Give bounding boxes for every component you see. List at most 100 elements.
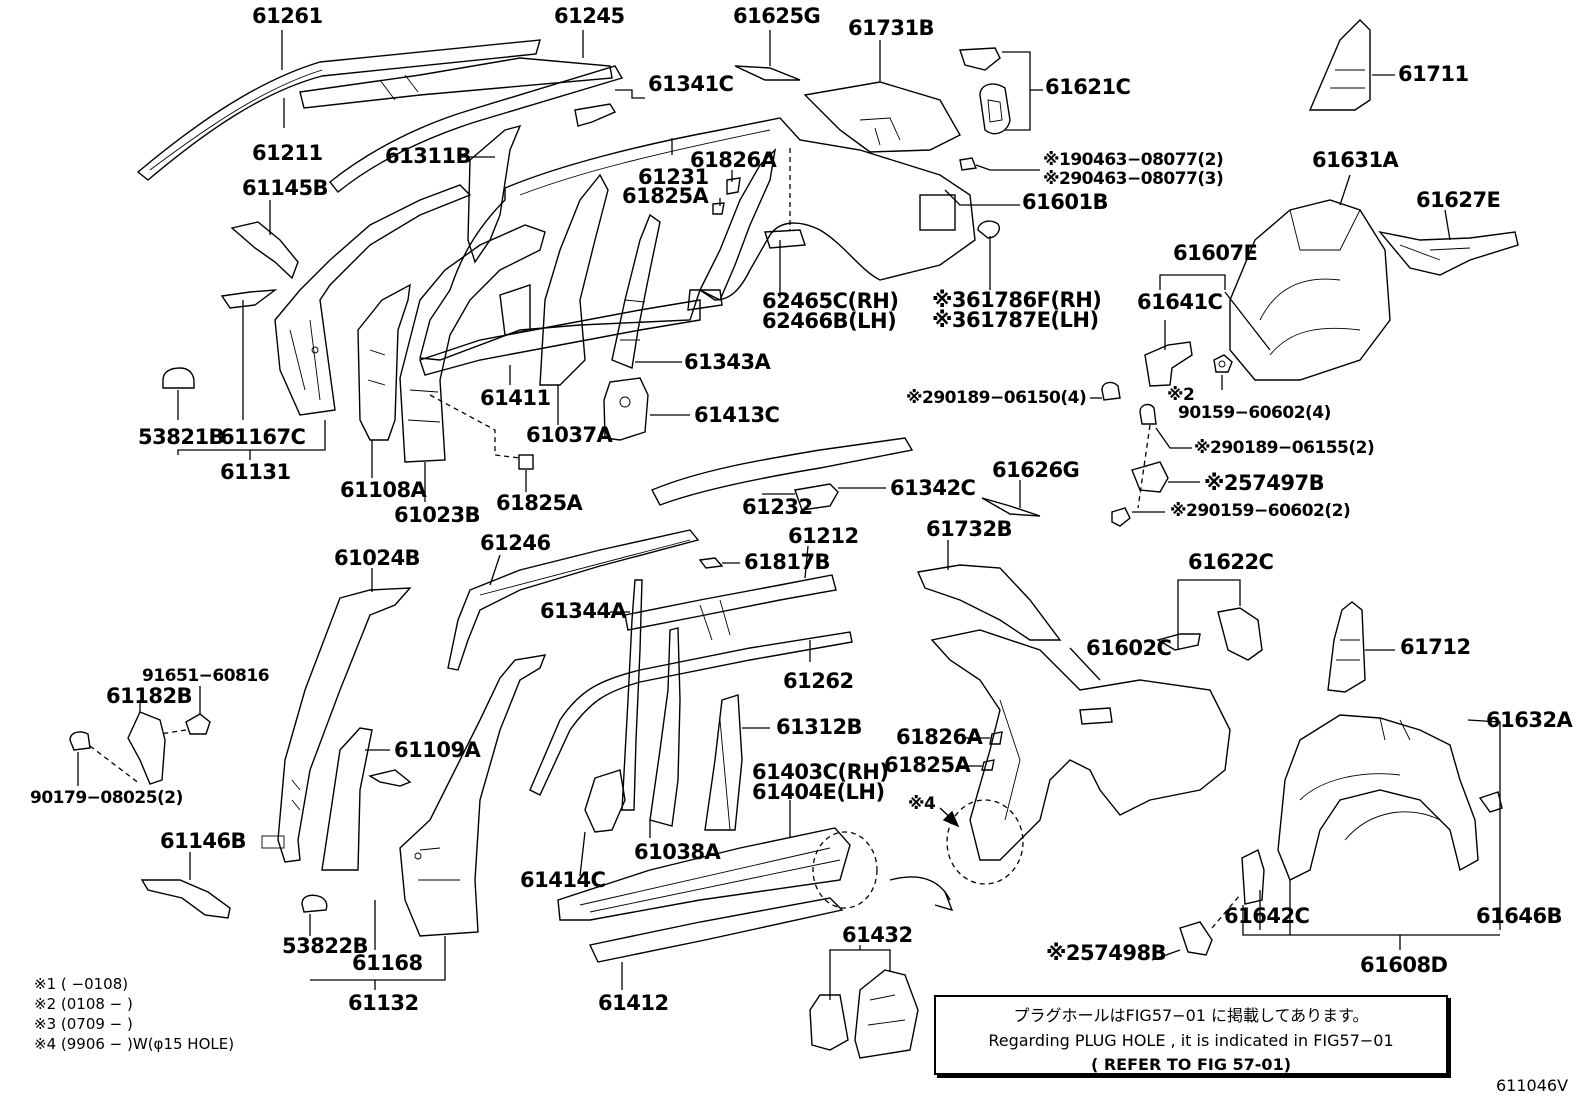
label-62466B[interactable]: 62466B(LH) [762,309,897,333]
label-61167C[interactable]: 61167C [220,425,306,449]
label-61311B[interactable]: 61311B [385,144,472,168]
label-61825A-lower[interactable]: 61825A [884,753,971,777]
label-61403C[interactable]: 61403C(RH) [752,760,889,784]
label-61622C[interactable]: 61622C [1188,550,1274,574]
label-61608D[interactable]: 61608D [1360,953,1448,977]
label-61786F[interactable]: ※361786F(RH) [932,288,1102,312]
label-61632A[interactable]: 61632A [1486,708,1573,732]
label-61607E[interactable]: 61607E [1173,241,1258,265]
label-61626G[interactable]: 61626G [992,458,1080,482]
label-91651-60816[interactable]: 91651−60816 [142,666,270,686]
label-61601B[interactable]: 61601B [1022,190,1109,214]
label-61413C[interactable]: 61413C [694,403,780,427]
bolt-290159-60602-drawing [1111,507,1131,527]
label-61108A[interactable]: 61108A [340,478,427,502]
label-61825A-mid[interactable]: 61825A [496,491,583,515]
pillar-61343A-drawing [611,213,661,369]
label-61245[interactable]: 61245 [554,4,625,28]
detail-circle-1 [812,831,878,909]
label-61037A[interactable]: 61037A [526,423,613,447]
label-61826A-lower[interactable]: 61826A [896,725,983,749]
bracket-61182B-drawing [127,711,166,785]
label-61131[interactable]: 61131 [220,460,291,484]
label-61414C[interactable]: 61414C [520,868,606,892]
part-61825A-square-drawing [518,454,534,470]
leader-dashed-5 [89,745,141,785]
part-61622C-drawing [1156,607,1263,661]
label-61344A[interactable]: 61344A [540,599,627,623]
label-90179-08025[interactable]: 90179−08025(2) [30,788,183,808]
label-61132[interactable]: 61132 [348,991,419,1015]
label-61024B[interactable]: 61024B [334,546,421,570]
label-61602C[interactable]: 61602C [1086,636,1172,660]
label-61246[interactable]: 61246 [480,531,551,555]
rocker-61403C-drawing [557,827,851,921]
part-57498B-drawing [1179,921,1213,956]
quarter-61732B-drawing [916,564,1062,641]
label-290189-06155[interactable]: ※290189−06155(2) [1194,438,1375,458]
label-61432[interactable]: 61432 [842,923,913,947]
label-61825A-top[interactable]: 61825A [622,184,709,208]
label-61646B[interactable]: 61646B [1476,904,1563,928]
part-61646B-drawing [1478,791,1503,813]
label-61261[interactable]: 61261 [252,4,323,28]
label-61411[interactable]: 61411 [480,386,551,410]
pillar-61023B-drawing [399,224,546,463]
label-57498B[interactable]: ※257498B [1046,941,1167,965]
part-61826A-2-drawing [981,731,1003,771]
part-61627E-drawing [1378,230,1519,276]
label-61341C[interactable]: 61341C [648,72,734,96]
label-90159-60602[interactable]: 90159−60602(4) [1178,403,1331,423]
label-61711[interactable]: 61711 [1398,62,1469,86]
label-mark-4: ※4 [908,794,936,814]
label-61817B[interactable]: 61817B [744,550,831,574]
label-61145B[interactable]: 61145B [242,176,329,200]
notice-refer-link[interactable]: ( REFER TO FIG 57-01) [1090,1055,1292,1074]
label-61732B[interactable]: 61732B [926,517,1013,541]
label-62465C[interactable]: 62465C(RH) [762,289,899,313]
label-61712[interactable]: 61712 [1400,635,1471,659]
label-61232[interactable]: 61232 [742,495,813,519]
figure-code: 611046V [1496,1076,1569,1095]
label-53821B[interactable]: 53821B [138,425,225,449]
label-61182B[interactable]: 61182B [106,684,193,708]
label-61109A[interactable]: 61109A [394,738,481,762]
label-61731B[interactable]: 61731B [848,16,935,40]
label-57497B[interactable]: ※257497B [1204,471,1325,495]
label-61631A[interactable]: 61631A [1312,148,1399,172]
pillar-61167C-drawing [274,184,472,416]
label-53822B[interactable]: 53822B [282,934,369,958]
label-61212[interactable]: 61212 [788,524,859,548]
label-290189-06150[interactable]: ※290189−06150(4) [906,388,1087,408]
label-61412[interactable]: 61412 [598,991,669,1015]
pillar-61311B-drawing [467,124,522,264]
label-61343A[interactable]: 61343A [684,350,771,374]
label-61627E[interactable]: 61627E [1416,188,1501,212]
label-61642C[interactable]: 61642C [1224,904,1310,928]
label-mark-2: ※2 [1167,385,1195,405]
label-61625G[interactable]: 61625G [733,4,821,28]
label-61038A[interactable]: 61038A [634,840,721,864]
label-61231[interactable]: 61231 [638,165,709,189]
part-61168-drawing [368,769,412,787]
label-61146B[interactable]: 61146B [160,829,247,853]
label-61211[interactable]: 61211 [252,141,323,165]
roof-rail-61261-drawing [136,39,541,181]
label-61168[interactable]: 61168 [352,951,423,975]
label-61621C[interactable]: 61621C [1045,75,1131,99]
label-61262[interactable]: 61262 [783,669,854,693]
label-61342C[interactable]: 61342C [890,476,976,500]
label-61641C[interactable]: 61641C [1137,290,1223,314]
label-61826A-top[interactable]: 61826A [690,148,777,172]
parts-61432-drawing [809,969,919,1059]
label-190463-08077[interactable]: ※190463−08077(2) [1043,150,1224,170]
label-61023B[interactable]: 61023B [394,503,481,527]
label-61404E[interactable]: 61404E(LH) [752,780,885,804]
label-61787E[interactable]: ※361787E(LH) [932,308,1099,332]
bracket-61641C-drawing [1144,341,1193,387]
label-290463-08077[interactable]: ※290463−08077(3) [1043,169,1224,189]
label-290159-60602[interactable]: ※290159−60602(2) [1170,501,1351,521]
label-61312B[interactable]: 61312B [776,715,863,739]
